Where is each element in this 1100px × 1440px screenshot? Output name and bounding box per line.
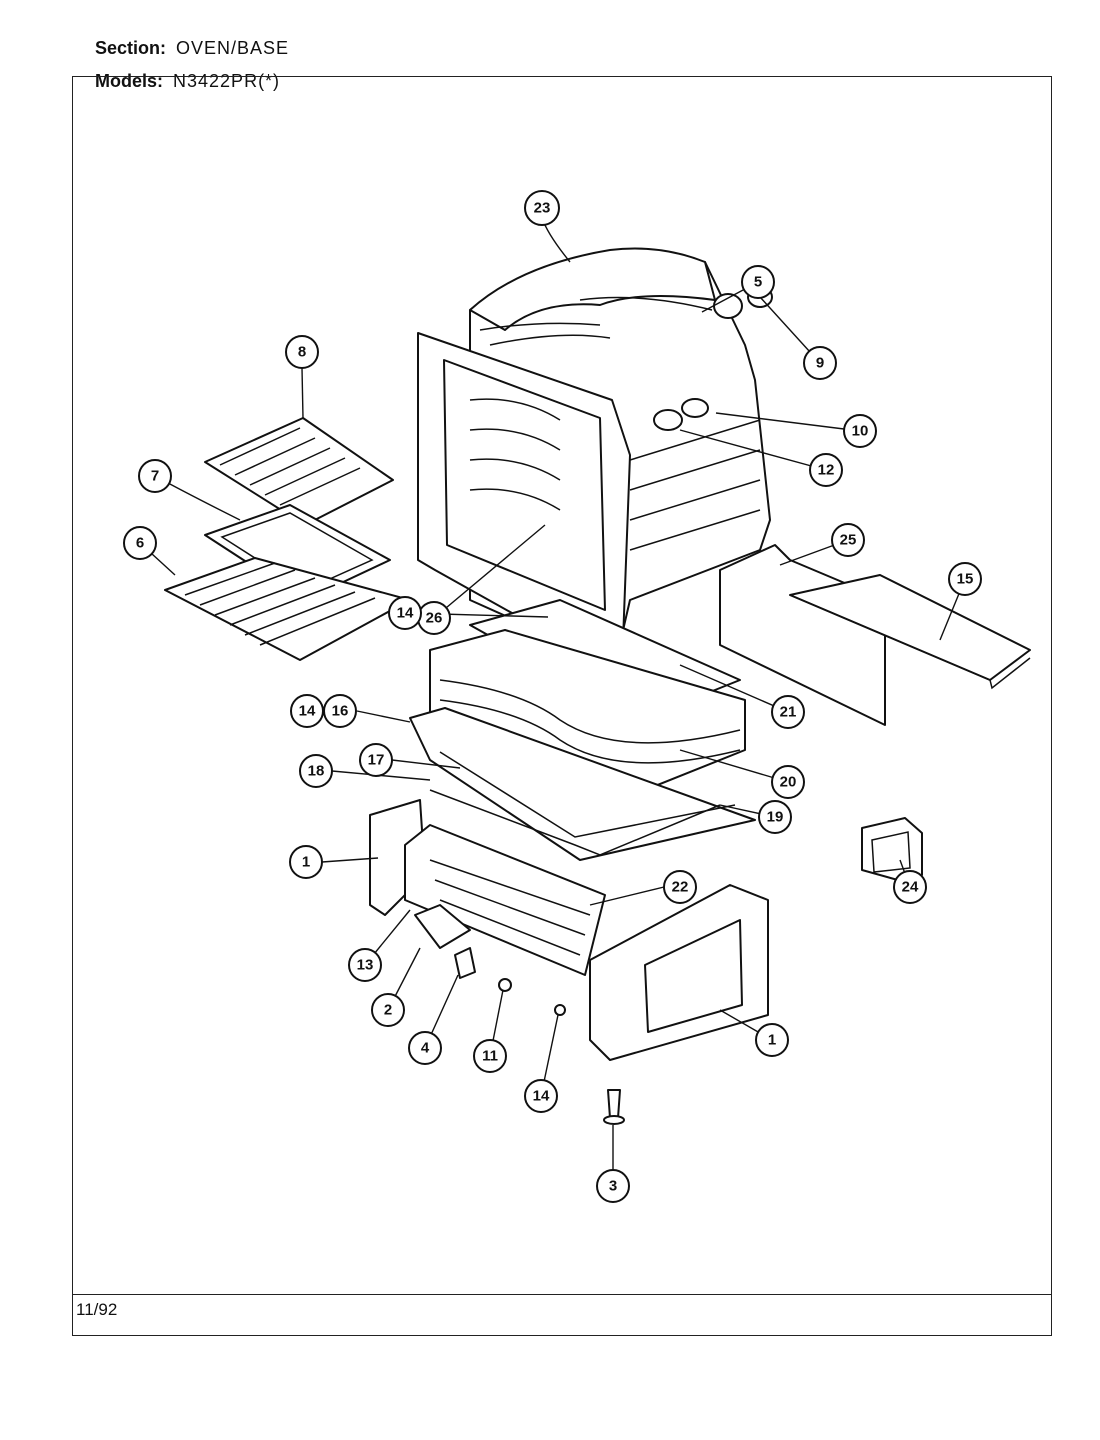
section-header: Section: OVEN/BASE [95, 38, 289, 59]
svg-text:25: 25 [840, 532, 857, 549]
svg-text:16: 16 [332, 703, 349, 720]
callout-15: 15 [948, 562, 982, 596]
callout-24: 24 [893, 870, 927, 904]
callout-25: 25 [831, 523, 865, 557]
svg-text:22: 22 [672, 879, 689, 896]
svg-text:14: 14 [397, 605, 414, 622]
callout-1-right: 1 [755, 1023, 789, 1057]
revision-date: 11/92 [76, 1300, 118, 1319]
callout-9: 9 [803, 346, 837, 380]
callout-19: 19 [758, 800, 792, 834]
svg-text:20: 20 [780, 774, 797, 791]
broil-pan-grid [204, 417, 394, 526]
base-assembly [369, 799, 769, 1061]
callout-21: 21 [771, 695, 805, 729]
svg-text:15: 15 [957, 571, 974, 588]
callout-7: 7 [138, 459, 172, 493]
callout-18: 18 [299, 754, 333, 788]
burner-assembly [409, 707, 756, 861]
svg-text:19: 19 [767, 809, 784, 826]
svg-text:17: 17 [368, 752, 385, 769]
callout-8: 8 [285, 335, 319, 369]
svg-text:26: 26 [426, 610, 443, 627]
svg-text:8: 8 [298, 344, 306, 361]
svg-text:9: 9 [816, 355, 824, 372]
callout-13: 13 [348, 948, 382, 982]
rear-panel [789, 574, 1031, 690]
svg-text:10: 10 [852, 423, 869, 440]
callout-6: 6 [123, 526, 157, 560]
oven-rack [164, 557, 411, 661]
svg-text:14: 14 [299, 703, 316, 720]
section-label: Section: [95, 38, 167, 58]
svg-text:24: 24 [902, 879, 919, 896]
callout-2: 2 [371, 993, 405, 1027]
svg-text:14: 14 [533, 1088, 550, 1105]
svg-text:2: 2 [384, 1002, 392, 1019]
svg-text:1: 1 [768, 1032, 776, 1049]
svg-text:6: 6 [136, 535, 144, 552]
footer-divider [72, 1294, 1052, 1295]
callout-12: 12 [809, 453, 843, 487]
svg-text:23: 23 [534, 200, 551, 217]
oven-cavity [417, 247, 773, 669]
side-panel [719, 544, 886, 726]
callout-20: 20 [771, 765, 805, 799]
callout-10: 10 [843, 414, 877, 448]
svg-text:18: 18 [308, 763, 325, 780]
callout-14-bottom: 14 [524, 1079, 558, 1113]
callout-26: 26 [417, 601, 451, 635]
svg-text:1: 1 [302, 854, 310, 871]
callout-4: 4 [408, 1031, 442, 1065]
callout-3: 3 [596, 1169, 630, 1203]
callouts: 23 5 9 10 12 8 7 6 25 15 26 14 21 14 16 … [123, 190, 982, 1203]
callout-14-top: 14 [388, 596, 422, 630]
callout-1-left: 1 [289, 845, 323, 879]
callout-16: 16 [323, 694, 357, 728]
callout-14-mid: 14 [290, 694, 324, 728]
insulation-blanket [469, 247, 716, 331]
callout-23: 23 [524, 190, 560, 226]
svg-text:21: 21 [780, 704, 797, 721]
svg-text:4: 4 [421, 1040, 430, 1057]
callout-5: 5 [741, 265, 775, 299]
svg-text:5: 5 [754, 274, 762, 291]
section-value: OVEN/BASE [176, 38, 290, 58]
svg-text:3: 3 [609, 1178, 617, 1195]
svg-text:7: 7 [151, 468, 159, 485]
svg-text:13: 13 [357, 957, 374, 974]
svg-text:11: 11 [482, 1048, 498, 1065]
svg-text:12: 12 [818, 462, 835, 479]
callout-22: 22 [663, 870, 697, 904]
diagram-frame [72, 76, 1052, 1336]
hardware [454, 947, 625, 1125]
callout-17: 17 [359, 743, 393, 777]
callout-11: 11 [473, 1039, 507, 1073]
